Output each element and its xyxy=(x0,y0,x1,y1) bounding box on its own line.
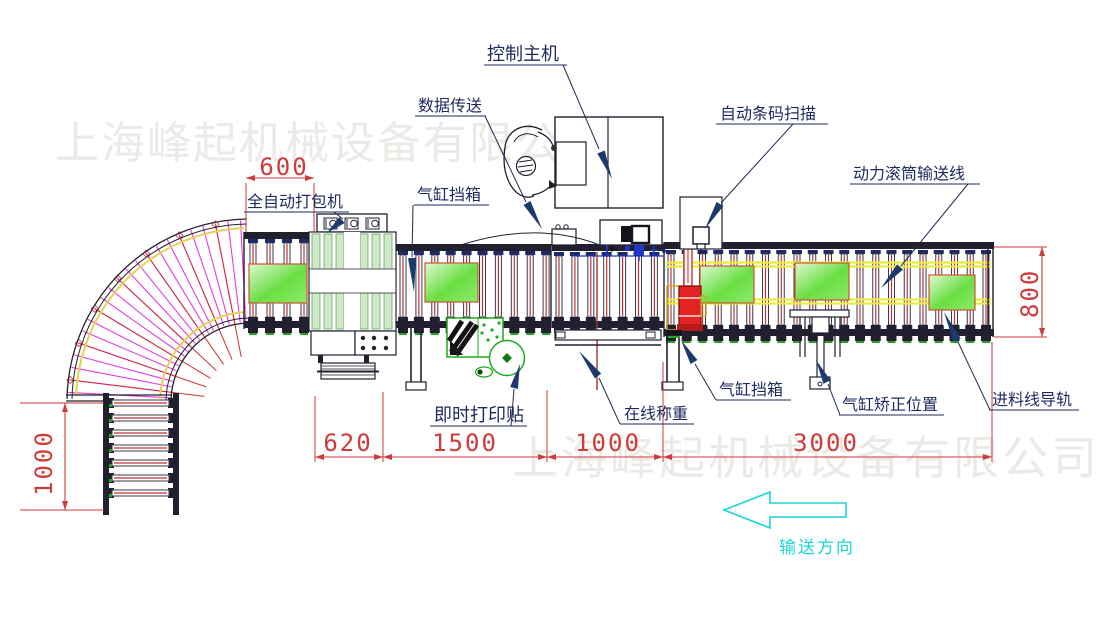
label-direction: 输送方向 xyxy=(779,538,855,558)
monitor xyxy=(555,141,587,186)
weighing-station xyxy=(551,219,666,390)
dim-outfeed-length: 1000 xyxy=(30,430,58,496)
control-host-station xyxy=(503,116,664,209)
label-cylinder-stop-1: 气缸挡箱 xyxy=(417,185,481,204)
label-online-weighing: 在线称重 xyxy=(624,404,688,423)
dim-packer-length: 620 xyxy=(323,429,372,457)
section-junctions xyxy=(243,232,994,337)
package-box xyxy=(794,262,850,301)
watermark-bottom: 上海峰起机械设备有限公司 xyxy=(512,431,1097,485)
label-printer xyxy=(446,317,526,378)
label-data-transfer: 数据传送 xyxy=(418,96,482,115)
package-box xyxy=(424,262,479,303)
packer-pedestal xyxy=(317,362,379,380)
label-underlines xyxy=(244,64,1079,427)
package-box xyxy=(699,265,755,304)
annotation-labels: 控制主机 数据传送 自动条码扫描 动力滚筒输送线 全自动打包机 气缸挡箱 即时打… xyxy=(247,44,1072,426)
packing-machine xyxy=(308,213,397,380)
package-box xyxy=(248,263,308,304)
label-feed-guide-rail: 进料线导轨 xyxy=(992,390,1072,409)
blue-piping xyxy=(572,245,663,261)
package-box xyxy=(928,274,976,311)
dim-printer-section: 1500 xyxy=(432,429,498,457)
leader-arrows xyxy=(327,150,961,389)
package-boxes xyxy=(248,262,976,311)
leader-lines xyxy=(333,64,991,427)
label-auto-packer: 全自动打包机 xyxy=(247,192,343,211)
label-cylinder-stop-2: 气缸挡箱 xyxy=(719,380,783,399)
scanner-head xyxy=(692,226,710,245)
dim-weighing-section: 1000 xyxy=(575,429,641,457)
cabinet-screen xyxy=(630,224,651,245)
operator-person xyxy=(503,125,557,198)
label-instant-print: 即时打印贴 xyxy=(434,405,524,426)
watermark-top: 上海峰起机械设备有限公司 xyxy=(55,118,607,169)
curved-conveyor xyxy=(66,218,249,402)
t-stand xyxy=(789,309,850,390)
label-power-roller-line: 动力滚筒输送线 xyxy=(853,164,965,183)
label-cylinder-align: 气缸矫正位置 xyxy=(842,395,938,414)
label-control-host: 控制主机 xyxy=(487,44,559,65)
support-legs xyxy=(405,309,850,391)
dim-packer-width: 600 xyxy=(259,153,308,181)
data-transfer-arc xyxy=(451,232,598,249)
label-barcode-scanner: 自动条码扫描 xyxy=(720,104,816,123)
direction-arrow xyxy=(721,490,847,530)
weigh-platform xyxy=(554,329,662,341)
dim-line-width: 800 xyxy=(1016,269,1044,318)
dim-roller-line: 3000 xyxy=(793,429,859,457)
dimensions xyxy=(20,175,1047,511)
conveying-direction: 输送方向 xyxy=(721,490,855,558)
